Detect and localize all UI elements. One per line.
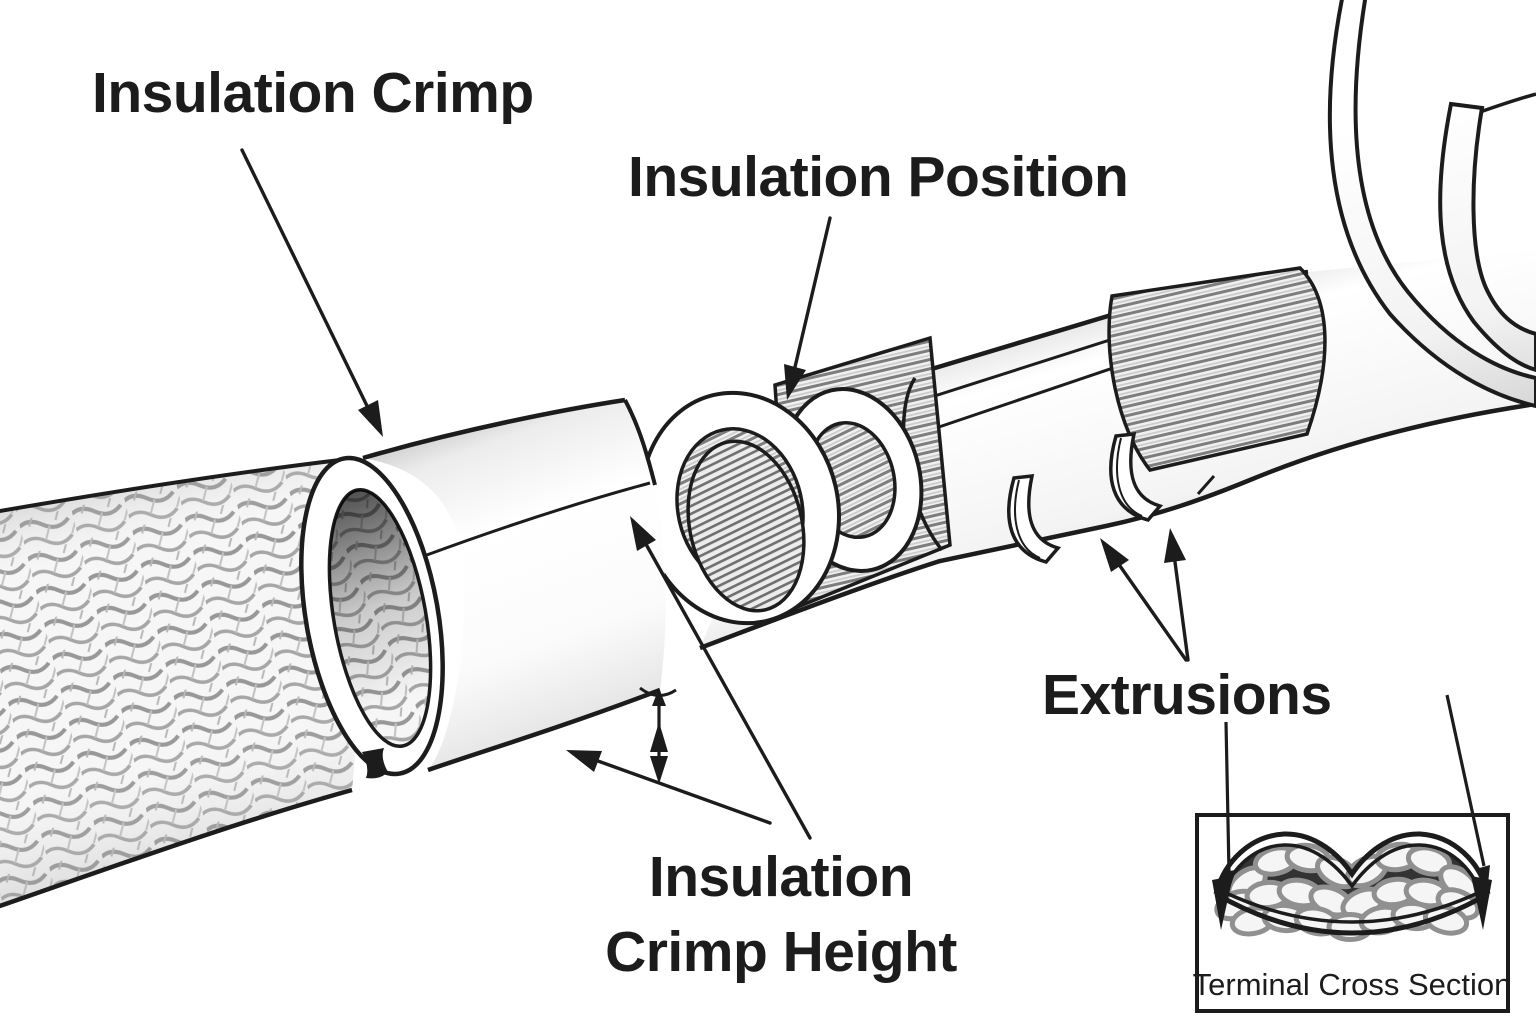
arrowhead (1164, 528, 1186, 563)
channel-front-wall (1327, 0, 1536, 409)
cross-section-inner-shell (1220, 843, 1484, 897)
barrel-bottom-edge (427, 687, 661, 773)
label-insulation-crimp: Insulation Crimp (92, 61, 534, 125)
cross-section-bottom-inner (1223, 890, 1481, 924)
cable-shading (0, 460, 368, 906)
annotations (240, 148, 1190, 840)
crimp-height-measure-arrow (650, 688, 668, 784)
leader-crimp-height-bottom (566, 750, 772, 825)
leader-crimp-height-seam (630, 516, 812, 840)
extrusion-flash-left (1212, 876, 1233, 930)
inset-terminal-cross-section: Terminal Cross Section (1193, 694, 1512, 1013)
arrowhead (630, 516, 656, 551)
inset-caption: Terminal Cross Section (1193, 967, 1512, 1002)
barrel-top-edge (362, 397, 626, 461)
label-extrusions: Extrusions (1042, 663, 1332, 727)
label-insulation-position: Insulation Position (628, 145, 1128, 209)
arrowhead (784, 364, 806, 400)
arrowhead-down (650, 756, 668, 784)
leader-insulation-crimp (240, 148, 383, 437)
leader-inset-right (1445, 694, 1490, 884)
channel-back-rim-edge (1479, 92, 1536, 114)
seam-tick (1196, 475, 1216, 495)
leader-insulation-position (784, 216, 832, 400)
cross-section-bottom-outer (1214, 891, 1490, 936)
label-crimp-height-line2: Crimp Height (605, 920, 957, 984)
extrusion-tabs (1007, 431, 1164, 564)
cable-top-edge (0, 458, 341, 514)
cable-bottom-edge (0, 787, 353, 909)
leader-extrusions-1 (1100, 538, 1188, 662)
arrowhead (1222, 870, 1236, 888)
terminal-channel (1107, 0, 1536, 472)
arrowhead-up (650, 722, 668, 752)
wire-strands-in-channel (1107, 266, 1327, 472)
arrowhead-up-small (652, 688, 666, 706)
channel-back-wall (1438, 101, 1536, 373)
extrusion-tab-inner-line (1116, 437, 1143, 517)
insulation-crimp-wings (639, 387, 924, 626)
arrowhead (1476, 865, 1490, 884)
insulation-crimp-barrel (299, 397, 677, 779)
arrowhead (1100, 538, 1129, 572)
arrowhead (358, 400, 383, 437)
strand-cut-face (686, 439, 806, 613)
barrel-surface (363, 400, 666, 770)
leader-extrusions-2 (1164, 528, 1190, 662)
label-crimp-height-line1: Insulation (649, 845, 913, 909)
leader-inset-left (1222, 721, 1236, 888)
wire-cable (0, 458, 368, 909)
extrusion-flash-right (1471, 876, 1492, 930)
barrel-seam-notch (362, 748, 388, 779)
barrel-step-edge (623, 399, 657, 486)
terminal-underside-edge (699, 401, 1536, 651)
barrel-inner-shadow (329, 489, 431, 747)
barrel-seam-line (423, 481, 651, 558)
arrowhead (566, 750, 602, 772)
extrusion-tab-inner-line (1014, 479, 1041, 559)
cross-section-outer-shell (1213, 831, 1491, 895)
